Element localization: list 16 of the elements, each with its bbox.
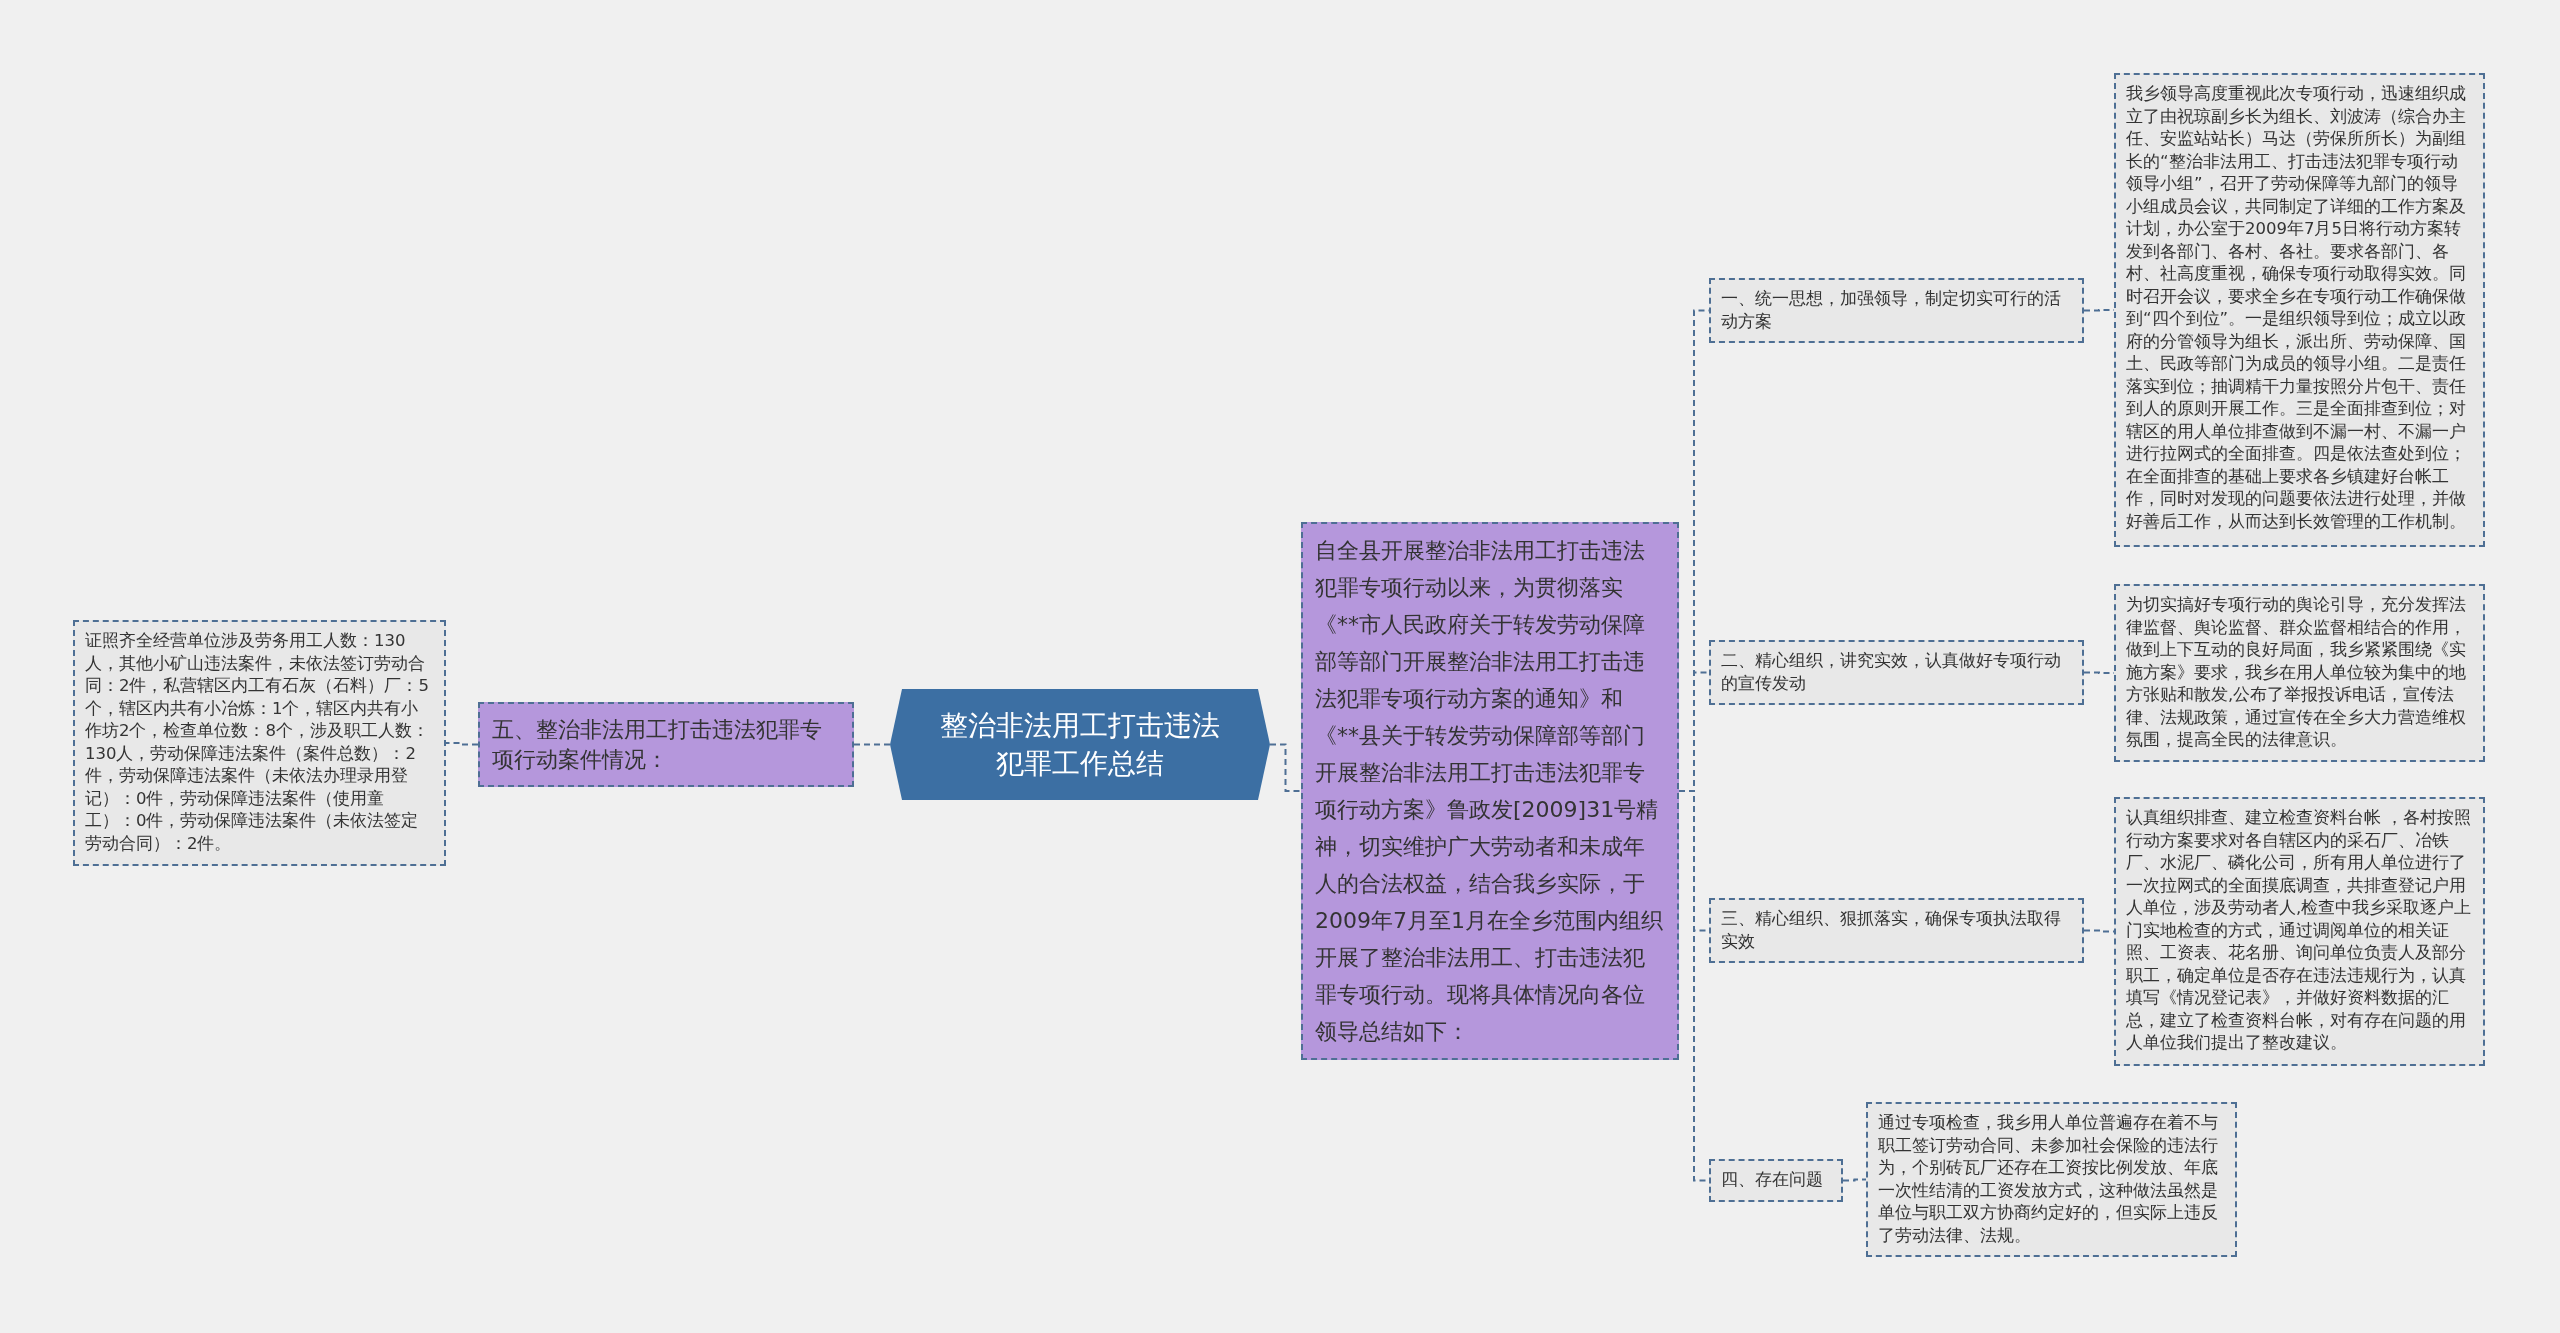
title-box: 整治非法用工打击违法犯罪工作总结 xyxy=(890,689,1270,800)
subtopic-box: 三、精心组织、狠抓落实，确保专项执法取得实效 xyxy=(1709,898,2084,963)
detail-box: 认真组织排查、建立检查资料台帐 ，各村按照行动方案要求对各自辖区内的采石厂、冶铁厂、水泥厂、磷化公司，所有用人单位进行了一次拉网式的全面摸底调查，共排查登记户用人单位，涉及劳动者人,检查中我乡采取逐户上门实地检查的方式，通过调阅单位的相关证照、工资表、花名册、询问单位负责人及部分职工，确定单位是否存在违法违规行为，认真填写《情况登记表》，并做好资料数据的汇总，建立了检查资料台帐，对有存在问题的用人单位我们提出了整改建议。 xyxy=(2114,797,2485,1066)
detail-box: 证照齐全经营单位涉及劳务用工人数：130人，其他小矿山违法案件，未依法签订劳动合同：2件，私营辖区内工有石灰（石料）厂：5个，辖区内共有小冶炼：1个，辖区内共有小作坊2个，检查单位数：8个，涉及职工人数：130人，劳动保障违法案件（案件总数）：2件，劳动保障违法案件（未依法办理录用登记）：0件，劳动保障违法案件（使用童工）：0件，劳动保障违法案件（未依法签定劳动合同）：2件。 xyxy=(73,620,446,866)
detail-box: 为切实搞好专项行动的舆论引导，充分发挥法律监督、舆论监督、群众监督相结合的作用，做到上下互动的良好局面，我乡紧紧围绕《实施方案》要求，我乡在用人单位较为集中的地方张贴和散发,公布了举报投诉电话，宣传法律、法规政策，通过宣传在全乡大力营造维权氛围，提高全民的法律意识。 xyxy=(2114,584,2485,762)
subtopic-box: 二、精心组织，讲究实效，认真做好专项行动的宣传发动 xyxy=(1709,640,2084,705)
detail-box: 我乡领导高度重视此次专项行动，迅速组织成立了由祝琼副乡长为组长、刘波涛（综合办主任、安监站站长）马达（劳保所所长）为副组长的“整治非法用工、打击违法犯罪专项行动领导小组”，召开了劳动保障等九部门的领导小组成员会议，共同制定了详细的工作方案及计划，办公室于2009年7月5日将行动方案转发到各部门、各村、各社。要求各部门、各村、社高度重视，确保专项行动取得实效。同时召开会议，要求全乡在专项行动工作确保做到“四个到位”。一是组织领导到位；成立以政府的分管领导为组长，派出所、劳动保障、国土、民政等部门为成员的领导小组。二是责任落实到位；抽调精干力量按照分片包干、责任到人的原则开展工作。三是全面排查到位；对辖区的用人单位排查做到不漏一村、不漏一户进行拉网式的全面排查。四是依法查处到位；在全面排查的基础上要求各乡镇建好台帐工作，同时对发现的问题要依法进行处理，并做好善后工作，从而达到长效管理的工作机制。 xyxy=(2114,73,2485,547)
topic-box: 五、整治非法用工打击违法犯罪专项行动案件情况： xyxy=(478,702,854,787)
connector-line xyxy=(445,742,479,746)
connector-line xyxy=(1269,743,1302,792)
topic-box: 自全县开展整治非法用工打击违法犯罪专项行动以来，为贯彻落实《**市人民政府关于转发劳动保障部等部门开展整治非法用工打击违法犯罪专项行动方案的通知》和《**县关于转发劳动保障部等部门开展整治非法用工打击违法犯罪专项行动方案》鲁政发[2009]31号精神，切实维护广大劳动者和未成年人的合法权益，结合我乡实际，于2009年7月至1月在全乡范围内组织开展了整治非法用工、打击违法犯罪专项行动。现将具体情况向各位领导总结如下： xyxy=(1301,522,1679,1060)
connector-line xyxy=(1842,1178,1867,1182)
subtopic-box: 四、存在问题 xyxy=(1709,1159,1843,1202)
connector-line xyxy=(853,743,891,746)
detail-box: 通过专项检查，我乡用人单位普遍存在着不与职工签订劳动合同、未参加社会保险的违法行为，个别砖瓦厂还存在工资按比例发放、年底一次性结清的工资发放方式，这种做法虽然是单位与职工双方协商约定好的，但实际上违反了劳动法律、法规。 xyxy=(1866,1102,2237,1257)
subtopic-box: 一、统一思想，加强领导，制定切实可行的活动方案 xyxy=(1709,278,2084,343)
